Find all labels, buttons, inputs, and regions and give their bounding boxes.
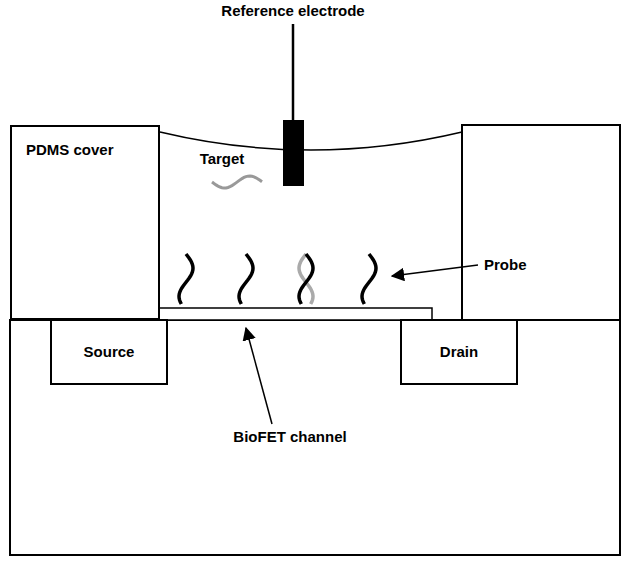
reference-electrode [283, 120, 304, 186]
drain-region: Drain [400, 319, 518, 385]
biofet-channel [138, 308, 432, 320]
channel-label: BioFET channel [231, 428, 348, 446]
target-label: Target [198, 150, 247, 168]
target-strand-bound [299, 254, 313, 304]
substrate [10, 320, 620, 555]
node-text: Source [84, 343, 135, 361]
node-text: PDMS cover [26, 141, 144, 159]
pdms-wall-right [462, 125, 620, 320]
target-strand [212, 176, 262, 188]
electrode-label: Reference electrode [219, 2, 366, 20]
liquid-surface [160, 132, 462, 150]
node-text: Drain [440, 343, 478, 361]
probe-label: Probe [482, 256, 529, 274]
pdms-wall-left: PDMS cover [10, 125, 160, 320]
target-strand [212, 176, 262, 188]
probe-group [179, 254, 376, 304]
probe-strand [239, 254, 253, 304]
channel-leader [246, 328, 272, 424]
probe-strand [362, 254, 376, 304]
probe-leader [392, 265, 478, 276]
source-region: Source [50, 319, 168, 385]
electrode-wire [292, 24, 295, 122]
probe-strand [299, 254, 313, 304]
probe-strand [179, 254, 193, 304]
